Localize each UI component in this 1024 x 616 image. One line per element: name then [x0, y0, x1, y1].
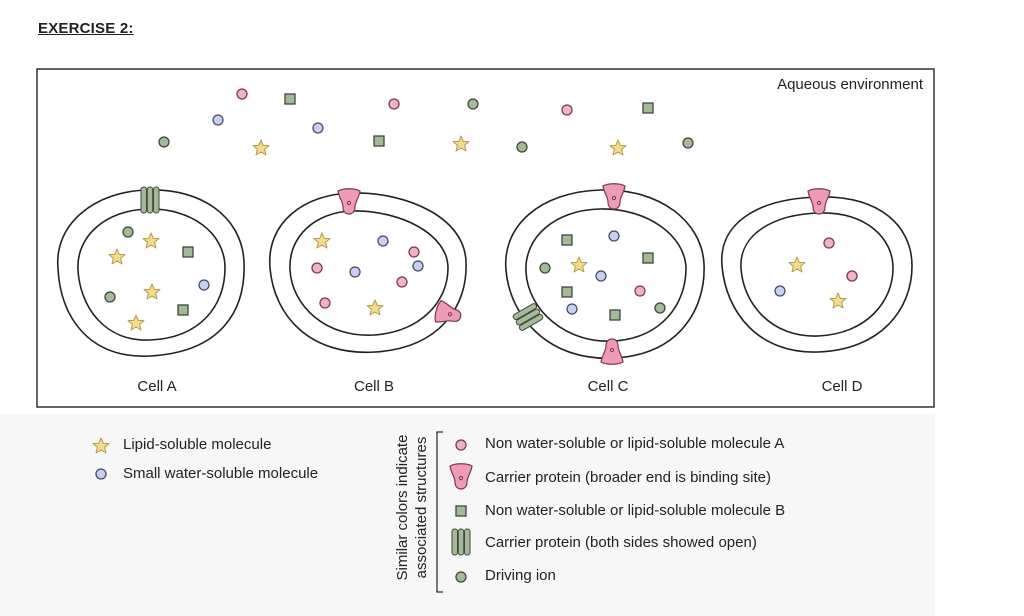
- similar-colors-note: Similar colors indicate associated struc…: [393, 425, 431, 590]
- legend-molecule-b: Non water-soluble or lipid-soluble molec…: [485, 502, 786, 519]
- cell-d: [721, 188, 913, 353]
- legend-driving-ion: Driving ion: [485, 567, 556, 584]
- legend-panel: [0, 414, 935, 616]
- legend-molecule-a: Non water-soluble or lipid-soluble molec…: [485, 435, 785, 452]
- legend-bracket: [436, 431, 443, 593]
- cell-d-label: Cell D: [822, 378, 863, 395]
- cell-c-label: Cell C: [588, 378, 629, 395]
- green-ion-legend-icon: [455, 571, 467, 583]
- legend-lipid-soluble: Lipid-soluble molecule: [123, 436, 272, 453]
- similar-colors-note-line2: associated structures: [413, 436, 430, 579]
- cell-c: [505, 183, 705, 365]
- environment-label: Aqueous environment: [777, 76, 924, 93]
- pink-circle-legend-icon: [455, 439, 467, 451]
- similar-colors-note-line1: Similar colors indicate: [394, 434, 411, 581]
- cell-b-label: Cell B: [354, 378, 394, 395]
- exercise-title: EXERCISE 2:: [38, 20, 134, 37]
- blue-circle-legend-icon: [95, 468, 107, 480]
- legend-carrier-b: Carrier protein (both sides showed open): [485, 534, 757, 551]
- green-square-legend-icon: [455, 505, 467, 517]
- legend-carrier-a: Carrier protein (broader end is binding …: [485, 469, 771, 486]
- cell-b: [269, 188, 467, 353]
- cell-a: [57, 186, 245, 357]
- cell-a-label: Cell A: [137, 378, 176, 395]
- legend-small-water-soluble: Small water-soluble molecule: [123, 465, 319, 482]
- green-carrier-legend-icon: [451, 528, 471, 556]
